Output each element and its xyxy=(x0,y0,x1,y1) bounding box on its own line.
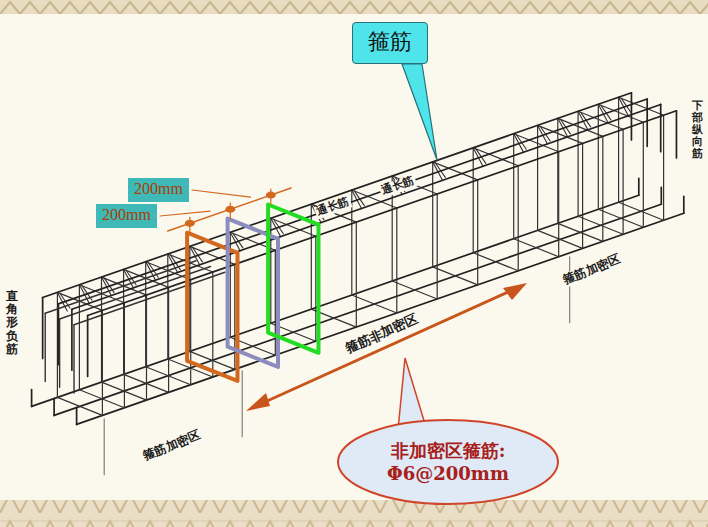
dimension-dot xyxy=(225,206,235,213)
zone-arrow-line xyxy=(256,288,517,406)
highlight-stirrup-purple xyxy=(228,219,278,367)
stirrup xyxy=(538,125,583,248)
rebar-cage xyxy=(32,93,684,475)
negative-moment-bar xyxy=(74,272,225,324)
highlight-stirrup-orange xyxy=(187,233,237,381)
part-label: 通长筋 xyxy=(313,195,352,220)
top-longitudinal-bar xyxy=(88,111,677,316)
bar-hook xyxy=(631,93,633,140)
bottom-border-band xyxy=(0,500,708,527)
bar-hook xyxy=(76,408,78,425)
top-border-band xyxy=(0,0,708,14)
bar-hook xyxy=(676,111,678,158)
stirrup xyxy=(392,176,437,299)
zone-boundary-line xyxy=(104,419,105,475)
bent-negative-bar xyxy=(73,325,74,393)
stirrup xyxy=(473,148,518,271)
bent-negative-bar xyxy=(71,309,73,370)
top-longitudinal-bar xyxy=(43,93,632,298)
callout-note: 非加密区箍筋: Φ6@200mm xyxy=(373,439,523,486)
arrow-head xyxy=(246,393,270,411)
part-label: 通长筋 xyxy=(378,174,417,199)
zone-boundary-line xyxy=(569,257,570,323)
stirrup xyxy=(433,162,478,285)
bar-hook xyxy=(660,104,662,151)
bent-negative-bar xyxy=(59,319,60,387)
bottom-longitudinal-bar xyxy=(77,213,684,424)
arrow-head xyxy=(503,283,527,300)
bar-hook xyxy=(53,399,55,416)
bent-negative-bar xyxy=(87,316,89,377)
stirrup xyxy=(619,97,664,220)
ellipse-shape xyxy=(336,418,560,506)
negative-moment-bar xyxy=(45,261,196,313)
bar-hook xyxy=(638,178,640,195)
dimension-tag: 200mm xyxy=(128,178,189,202)
zone-boundary-line xyxy=(242,371,243,437)
bottom-longitudinal-bar xyxy=(32,195,639,406)
callout-title: 箍筋 xyxy=(368,29,412,55)
leader-line xyxy=(192,190,251,197)
bent-negative-bar xyxy=(45,313,46,381)
ellipse-callout-pointer xyxy=(398,358,425,430)
callout-box: 箍筋 xyxy=(352,22,428,64)
dimension-text: 200mm xyxy=(102,206,151,224)
bar-hook xyxy=(31,390,33,407)
callout-pointer xyxy=(402,64,437,160)
stirrup xyxy=(578,111,623,234)
bar-hook xyxy=(683,196,685,213)
top-longitudinal-bar xyxy=(58,99,647,304)
vertical-label: 下部纵向筋 xyxy=(692,98,703,162)
stirrup xyxy=(514,134,559,257)
dimension-dot xyxy=(185,220,195,227)
dimension-dot xyxy=(266,192,276,199)
bent-negative-bar xyxy=(42,298,44,359)
dimension-tag: 200mm xyxy=(96,204,157,228)
top-longitudinal-bar xyxy=(72,104,661,309)
highlight-stirrup-green xyxy=(268,205,318,353)
vertical-label: 直角形负筋 xyxy=(6,288,18,358)
bottom-longitudinal-bar xyxy=(54,204,661,415)
leader-line xyxy=(160,211,210,216)
stirrup xyxy=(352,190,397,313)
bar-hook xyxy=(646,99,648,146)
ellipse-callout: 非加密区箍筋: Φ6@200mm xyxy=(336,418,560,506)
dimension-text: 200mm xyxy=(134,180,183,198)
part-label: 箍筋加密区 xyxy=(140,428,205,465)
bar-hook xyxy=(660,187,662,204)
